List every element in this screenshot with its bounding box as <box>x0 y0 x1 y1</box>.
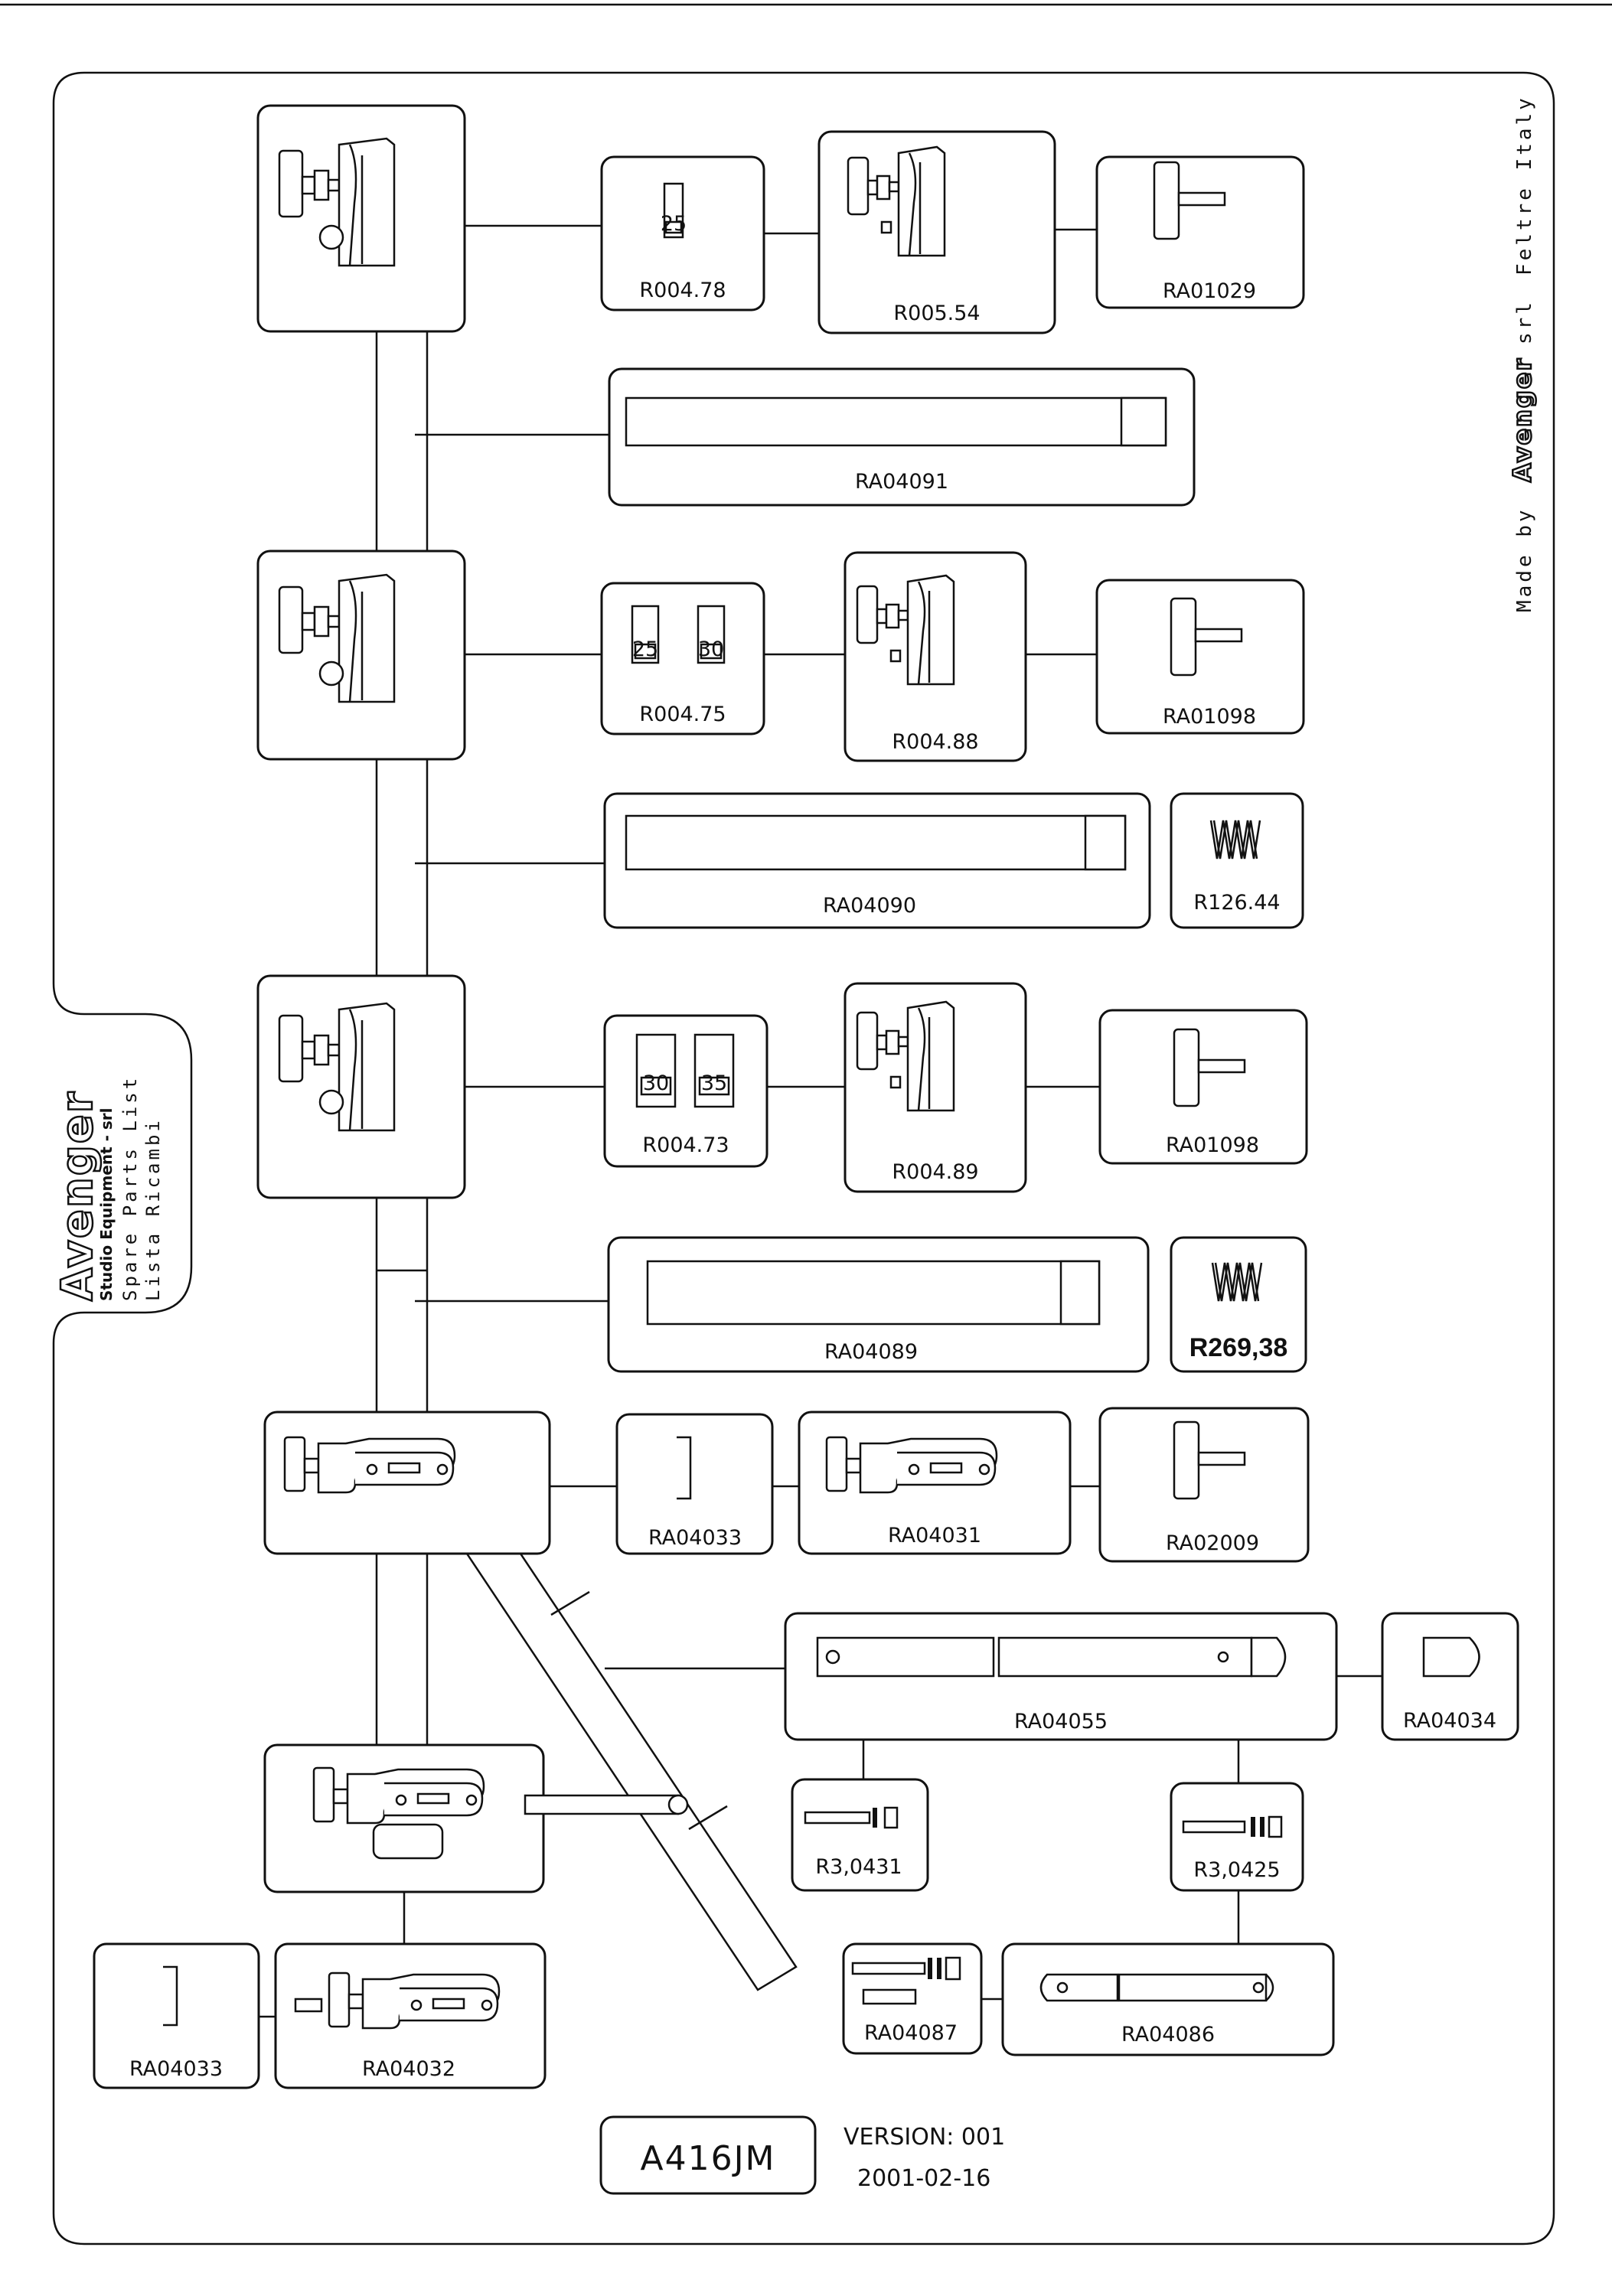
part-label-ra01029: RA01029 <box>1163 279 1256 303</box>
title-block: Avenger Studio Equipment - srl Spare Par… <box>52 1075 164 1302</box>
part-label-r00475: R004.75 <box>639 703 726 726</box>
part-label-ra04033-a: RA04033 <box>648 1526 742 1550</box>
part-label-ra04086: RA04086 <box>1121 2023 1215 2047</box>
part-label-r00488: R004.88 <box>892 730 978 754</box>
part-label-ra02009: RA02009 <box>1166 1531 1259 1555</box>
title-company: Studio Equipment - srl <box>97 1107 116 1301</box>
part-box-ra01029 <box>1095 155 1305 309</box>
part-label-r00489: R004.89 <box>892 1160 978 1184</box>
version-label: VERSION: 001 <box>844 2124 1005 2151</box>
part-label-ra04032: RA04032 <box>362 2057 455 2081</box>
insert-mark-c2: 35 <box>701 1071 727 1095</box>
title-brand-logo: Avenger <box>53 1091 103 1301</box>
part-label-r00473: R004.73 <box>642 1133 729 1157</box>
credit-block: Made by Avenger srl Feltre Italy <box>1507 95 1539 612</box>
part-label-ra01098-b: RA01098 <box>1166 1133 1259 1157</box>
part-label-ra04055: RA04055 <box>1014 1710 1108 1733</box>
part-box-ra01098-b <box>1098 1009 1308 1165</box>
sheet-frame <box>52 71 1555 2245</box>
hinge-box-2 <box>263 1743 545 1893</box>
credit-company: srl <box>1513 299 1536 344</box>
insert-mark-a: 25 <box>661 212 687 236</box>
part-label-r30431: R3,0431 <box>815 1855 902 1879</box>
footer: A416JM VERSION: 001 2001-02-16 <box>599 2115 1005 2195</box>
part-label-r00554: R005.54 <box>893 302 980 325</box>
row-1: 25 R004.78 R005.54 RA01029 RA04091 <box>256 104 1305 507</box>
part-label-ra04089: RA04089 <box>824 1340 918 1364</box>
insert-mark-c1: 30 <box>643 1071 669 1095</box>
part-box-r30425 <box>1170 1782 1304 1892</box>
part-box-r12644 <box>1170 792 1304 929</box>
part-label-r26938: R269,38 <box>1189 1333 1288 1362</box>
title-line-it: Lista Ricambi <box>142 1117 164 1301</box>
part-label-ra04087: RA04087 <box>864 2021 958 2045</box>
row-3: 30 35 R004.73 R004.89 RA01098 RA04089 R2… <box>256 974 1308 1373</box>
part-label-r00478: R004.78 <box>639 279 726 302</box>
part-label-ra04034: RA04034 <box>1403 1709 1496 1733</box>
part-label-ra04031: RA04031 <box>888 1524 981 1548</box>
insert-mark-b2: 30 <box>698 638 724 661</box>
part-box-ra01098-a <box>1095 579 1305 735</box>
part-box-ra02009 <box>1098 1407 1310 1563</box>
part-box-r26938 <box>1170 1236 1307 1373</box>
model-box <box>599 2115 817 2195</box>
credit-location: Feltre Italy <box>1513 95 1536 276</box>
insert-mark-b1: 25 <box>632 638 658 661</box>
part-label-ra01098-a: RA01098 <box>1163 705 1256 729</box>
part-label-ra04033-b: RA04033 <box>129 2057 223 2081</box>
row-6: RA04087 RA04086 RA04033 RA04032 <box>93 1743 1335 2089</box>
row-4: RA04033 RA04031 RA02009 <box>263 1407 1310 1563</box>
part-label-ra04091: RA04091 <box>855 470 948 494</box>
part-box-ra04033-a <box>615 1413 774 1555</box>
part-label-r12644: R126.44 <box>1193 891 1280 915</box>
credit-made-by: Made by <box>1513 507 1536 612</box>
version-date: 2001-02-16 <box>857 2165 990 2192</box>
part-label-r30425: R3,0425 <box>1193 1858 1280 1882</box>
model-code: A416JM <box>640 2139 775 2178</box>
part-label-ra04090: RA04090 <box>823 894 916 918</box>
credit-brand-logo: Avenger <box>1508 357 1537 482</box>
row-5: RA04055 RA04034 R3,0431 R3,0425 <box>605 1612 1519 1892</box>
row-2: 25 30 R004.75 R004.88 RA01098 RA04090 R1… <box>256 550 1305 929</box>
title-line-en: Spare Parts List <box>119 1075 141 1301</box>
